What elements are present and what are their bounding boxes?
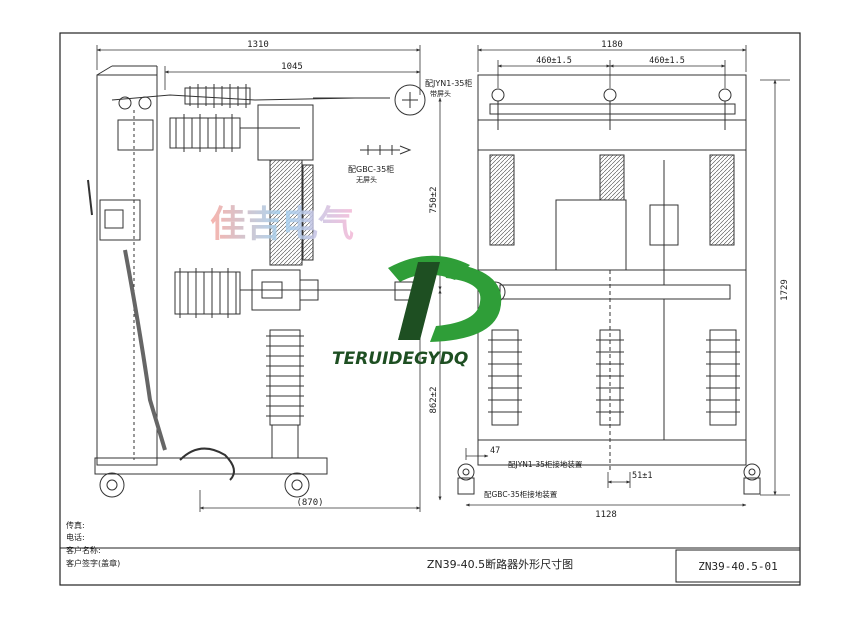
dim-862: 862±2 — [429, 386, 439, 413]
lower-bushing — [266, 329, 304, 459]
title-block — [60, 547, 801, 583]
left-side-view — [87, 65, 426, 498]
upper-spout-head — [394, 84, 426, 116]
cabinet-frame — [96, 74, 158, 466]
field-customer-signature: 客户签字(盖章) — [66, 558, 120, 568]
note-jyn-head: 配JYN1-35柜 — [425, 78, 472, 88]
note-gbc-head-sub: 无屏头 — [356, 175, 377, 184]
field-phone: 电话: — [66, 532, 85, 542]
field-fax: 传真: — [66, 520, 85, 530]
note-jyn-earth: 配JYN1-35柜接地装置 — [508, 459, 583, 469]
dim-750: 750±2 — [429, 186, 439, 213]
dim-1180: 1180 — [601, 40, 623, 50]
note-gbc-earth: 配GBC-35柜接地装置 — [484, 489, 558, 499]
field-customer-name: 客户名称: — [66, 545, 101, 555]
left-wheel-rear — [284, 472, 310, 498]
watermark-logo: 佳吉电气 TERUIDEGYDQ — [210, 204, 502, 369]
trolley-base — [94, 457, 328, 475]
dim-1045: 1045 — [281, 62, 303, 72]
dim-51: 51±1 — [632, 471, 652, 481]
interrupter-column — [251, 104, 319, 311]
drawing-title: ZN39-40.5断路器外形尺寸图 — [427, 557, 573, 571]
phase-a-upper — [489, 154, 515, 246]
lower-insulator — [174, 268, 241, 318]
watermark-brand: TERUIDEGYDQ — [332, 349, 468, 369]
left-view-dimensions — [96, 45, 442, 512]
dim-1128: 1128 — [595, 510, 617, 520]
note-gbc-head: 配GBC-35柜 — [348, 164, 394, 174]
phase-c-upper — [709, 154, 735, 246]
lower-bushings-front — [488, 329, 740, 426]
right-view-dimensions — [465, 45, 790, 507]
note-jyn-head-sub: 带屏头 — [430, 89, 451, 98]
left-wheel-front — [99, 472, 125, 498]
dim-870: (870) — [296, 498, 323, 508]
sheet-border — [59, 32, 801, 586]
operating-box — [99, 199, 141, 241]
brand-logo-icon — [388, 255, 502, 342]
dim-47: 47 — [490, 446, 500, 456]
right-front-view — [457, 74, 761, 495]
watermark-chinese: 佳吉电气 — [210, 204, 354, 245]
center-box — [555, 199, 627, 271]
dim-460-left: 460±1.5 — [536, 56, 572, 66]
dim-460-right: 460±1.5 — [649, 56, 685, 66]
drawing-number: ZN39-40.5-01 — [698, 560, 777, 573]
dim-1310: 1310 — [247, 40, 269, 50]
dim-1729: 1729 — [780, 279, 790, 301]
upper-insulator — [169, 114, 241, 152]
